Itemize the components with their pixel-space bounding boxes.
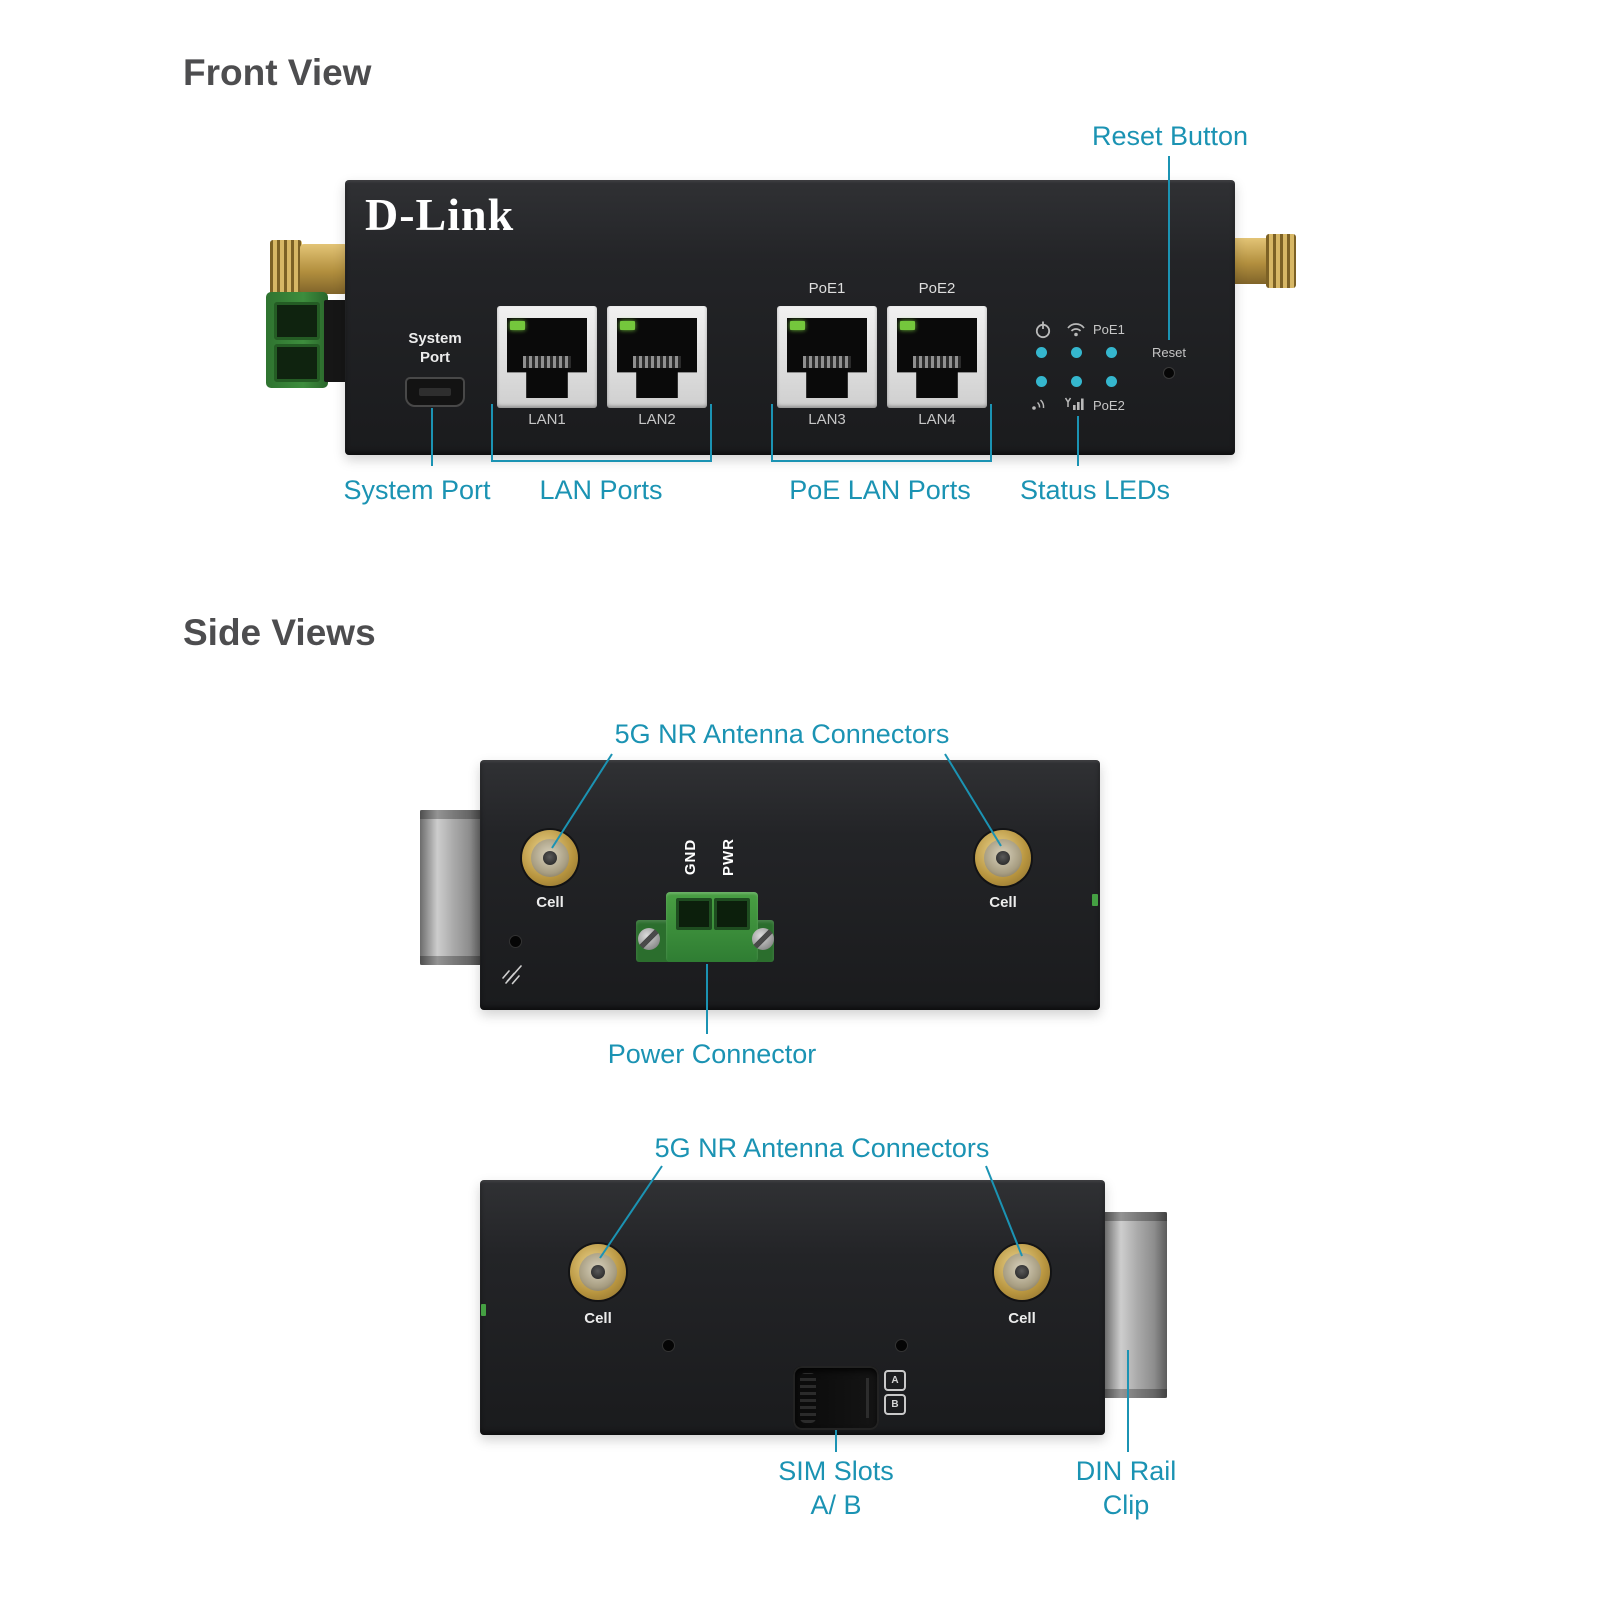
callout-sim-slots: SIM Slots A/ B bbox=[736, 1455, 936, 1523]
front-view-heading: Front View bbox=[183, 52, 372, 93]
callout-antenna-top: 5G NR Antenna Connectors bbox=[614, 719, 950, 749]
sim-card-slot[interactable] bbox=[793, 1366, 879, 1430]
status-led bbox=[1036, 376, 1047, 387]
poe2-port-label: PoE2 bbox=[918, 280, 956, 297]
pwr-label: PWR bbox=[720, 838, 737, 876]
cell-label-left: Cell bbox=[584, 1310, 612, 1327]
rj45-pins bbox=[913, 356, 961, 368]
din-rail-clip bbox=[1103, 1212, 1167, 1398]
terminal-screw-left bbox=[638, 928, 660, 950]
power-icon bbox=[1035, 321, 1051, 339]
lan1-label: LAN1 bbox=[528, 411, 566, 428]
antenna-barrel-left bbox=[300, 244, 348, 294]
edge-led bbox=[1092, 894, 1098, 906]
side-views-heading: Side Views bbox=[183, 612, 376, 653]
callout-sim-line2: A/ B bbox=[810, 1489, 862, 1520]
callout-power-connector: Power Connector bbox=[607, 1039, 817, 1069]
plug-hole bbox=[274, 302, 320, 340]
link-led bbox=[790, 321, 805, 330]
callout-din-line2: Clip bbox=[1102, 1489, 1150, 1520]
terminal-hole-pwr bbox=[714, 898, 750, 930]
plug-hole bbox=[274, 344, 320, 382]
callout-din-line1: DIN Rail bbox=[1075, 1456, 1177, 1486]
callout-din-rail-clip: DIN Rail Clip bbox=[1026, 1455, 1226, 1523]
din-rail-left bbox=[420, 810, 482, 965]
callout-system-port: System Port bbox=[343, 475, 491, 505]
antenna-nut-left bbox=[270, 240, 302, 298]
callout-reset-button: Reset Button bbox=[1091, 121, 1249, 151]
signal-bars-icon bbox=[1064, 397, 1084, 410]
reset-button[interactable] bbox=[1164, 368, 1174, 378]
micro-usb-contact bbox=[419, 388, 451, 396]
sma-connector-cell-left bbox=[522, 830, 578, 886]
terminal-screw-right bbox=[752, 928, 774, 950]
sim-slot-a-badge: A bbox=[884, 1370, 906, 1391]
ethernet-port-lan4 bbox=[887, 306, 987, 408]
link-led bbox=[620, 321, 635, 330]
cell-label-right: Cell bbox=[989, 894, 1017, 911]
ground-icon bbox=[502, 965, 522, 985]
status-led bbox=[1071, 376, 1082, 387]
brand-logo: D-Link bbox=[365, 189, 515, 240]
status-led bbox=[1106, 376, 1117, 387]
antenna-icon bbox=[1032, 399, 1045, 410]
rj45-pins bbox=[523, 356, 571, 368]
system-port-label-line2: Port bbox=[420, 348, 450, 366]
side-device-bottom: Cell Cell A B bbox=[480, 1180, 1105, 1435]
sma-connector-cell-left bbox=[570, 1244, 626, 1300]
cell-label-right: Cell bbox=[1008, 1310, 1036, 1327]
antenna-nut-right bbox=[1266, 234, 1296, 288]
link-led bbox=[900, 321, 915, 330]
ground-screw-hole bbox=[510, 936, 521, 947]
callout-status-leds: Status LEDs bbox=[1019, 475, 1171, 505]
lan2-label: LAN2 bbox=[638, 411, 676, 428]
ethernet-port-lan1 bbox=[497, 306, 597, 408]
system-port-label: System Port bbox=[393, 330, 477, 368]
reset-label: Reset bbox=[1152, 345, 1186, 360]
status-led bbox=[1071, 347, 1082, 358]
gnd-label: GND bbox=[682, 838, 699, 876]
sma-connector-cell-right bbox=[975, 830, 1031, 886]
terminal-hole-gnd bbox=[676, 898, 712, 930]
power-plug-left bbox=[266, 292, 328, 388]
callout-antenna-bottom: 5G NR Antenna Connectors bbox=[654, 1133, 990, 1163]
ethernet-port-lan3 bbox=[777, 306, 877, 408]
antenna-barrel-right bbox=[1230, 238, 1270, 284]
rj45-pins bbox=[803, 356, 851, 368]
signal-5g-icon bbox=[1067, 323, 1085, 337]
callout-sim-line1: SIM Slots bbox=[778, 1456, 894, 1486]
cell-label-left: Cell bbox=[536, 894, 564, 911]
screw-hole bbox=[663, 1340, 674, 1351]
link-led bbox=[510, 321, 525, 330]
status-led bbox=[1106, 347, 1117, 358]
callout-poe-lan-ports: PoE LAN Ports bbox=[789, 475, 971, 505]
poe1-port-label: PoE1 bbox=[808, 280, 846, 297]
rj45-pins bbox=[633, 356, 681, 368]
ethernet-port-lan2 bbox=[607, 306, 707, 408]
callout-lan-ports: LAN Ports bbox=[539, 475, 663, 505]
screw-hole bbox=[896, 1340, 907, 1351]
status-led bbox=[1036, 347, 1047, 358]
poe2-led-label: PoE2 bbox=[1093, 398, 1125, 413]
sma-connector-cell-right bbox=[994, 1244, 1050, 1300]
edge-led bbox=[481, 1304, 486, 1316]
poe1-led-label: PoE1 bbox=[1093, 322, 1125, 337]
lan3-label: LAN3 bbox=[808, 411, 846, 428]
system-port-label-line1: System bbox=[408, 330, 462, 347]
sim-slot-b-badge: B bbox=[884, 1394, 906, 1415]
side-device-top: Cell Cell GND PWR bbox=[480, 760, 1100, 1010]
lan4-label: LAN4 bbox=[918, 411, 956, 428]
front-device: D-Link System Port PoE1 PoE2 LAN1 LAN2 L… bbox=[345, 180, 1235, 455]
micro-usb-port bbox=[405, 377, 465, 407]
